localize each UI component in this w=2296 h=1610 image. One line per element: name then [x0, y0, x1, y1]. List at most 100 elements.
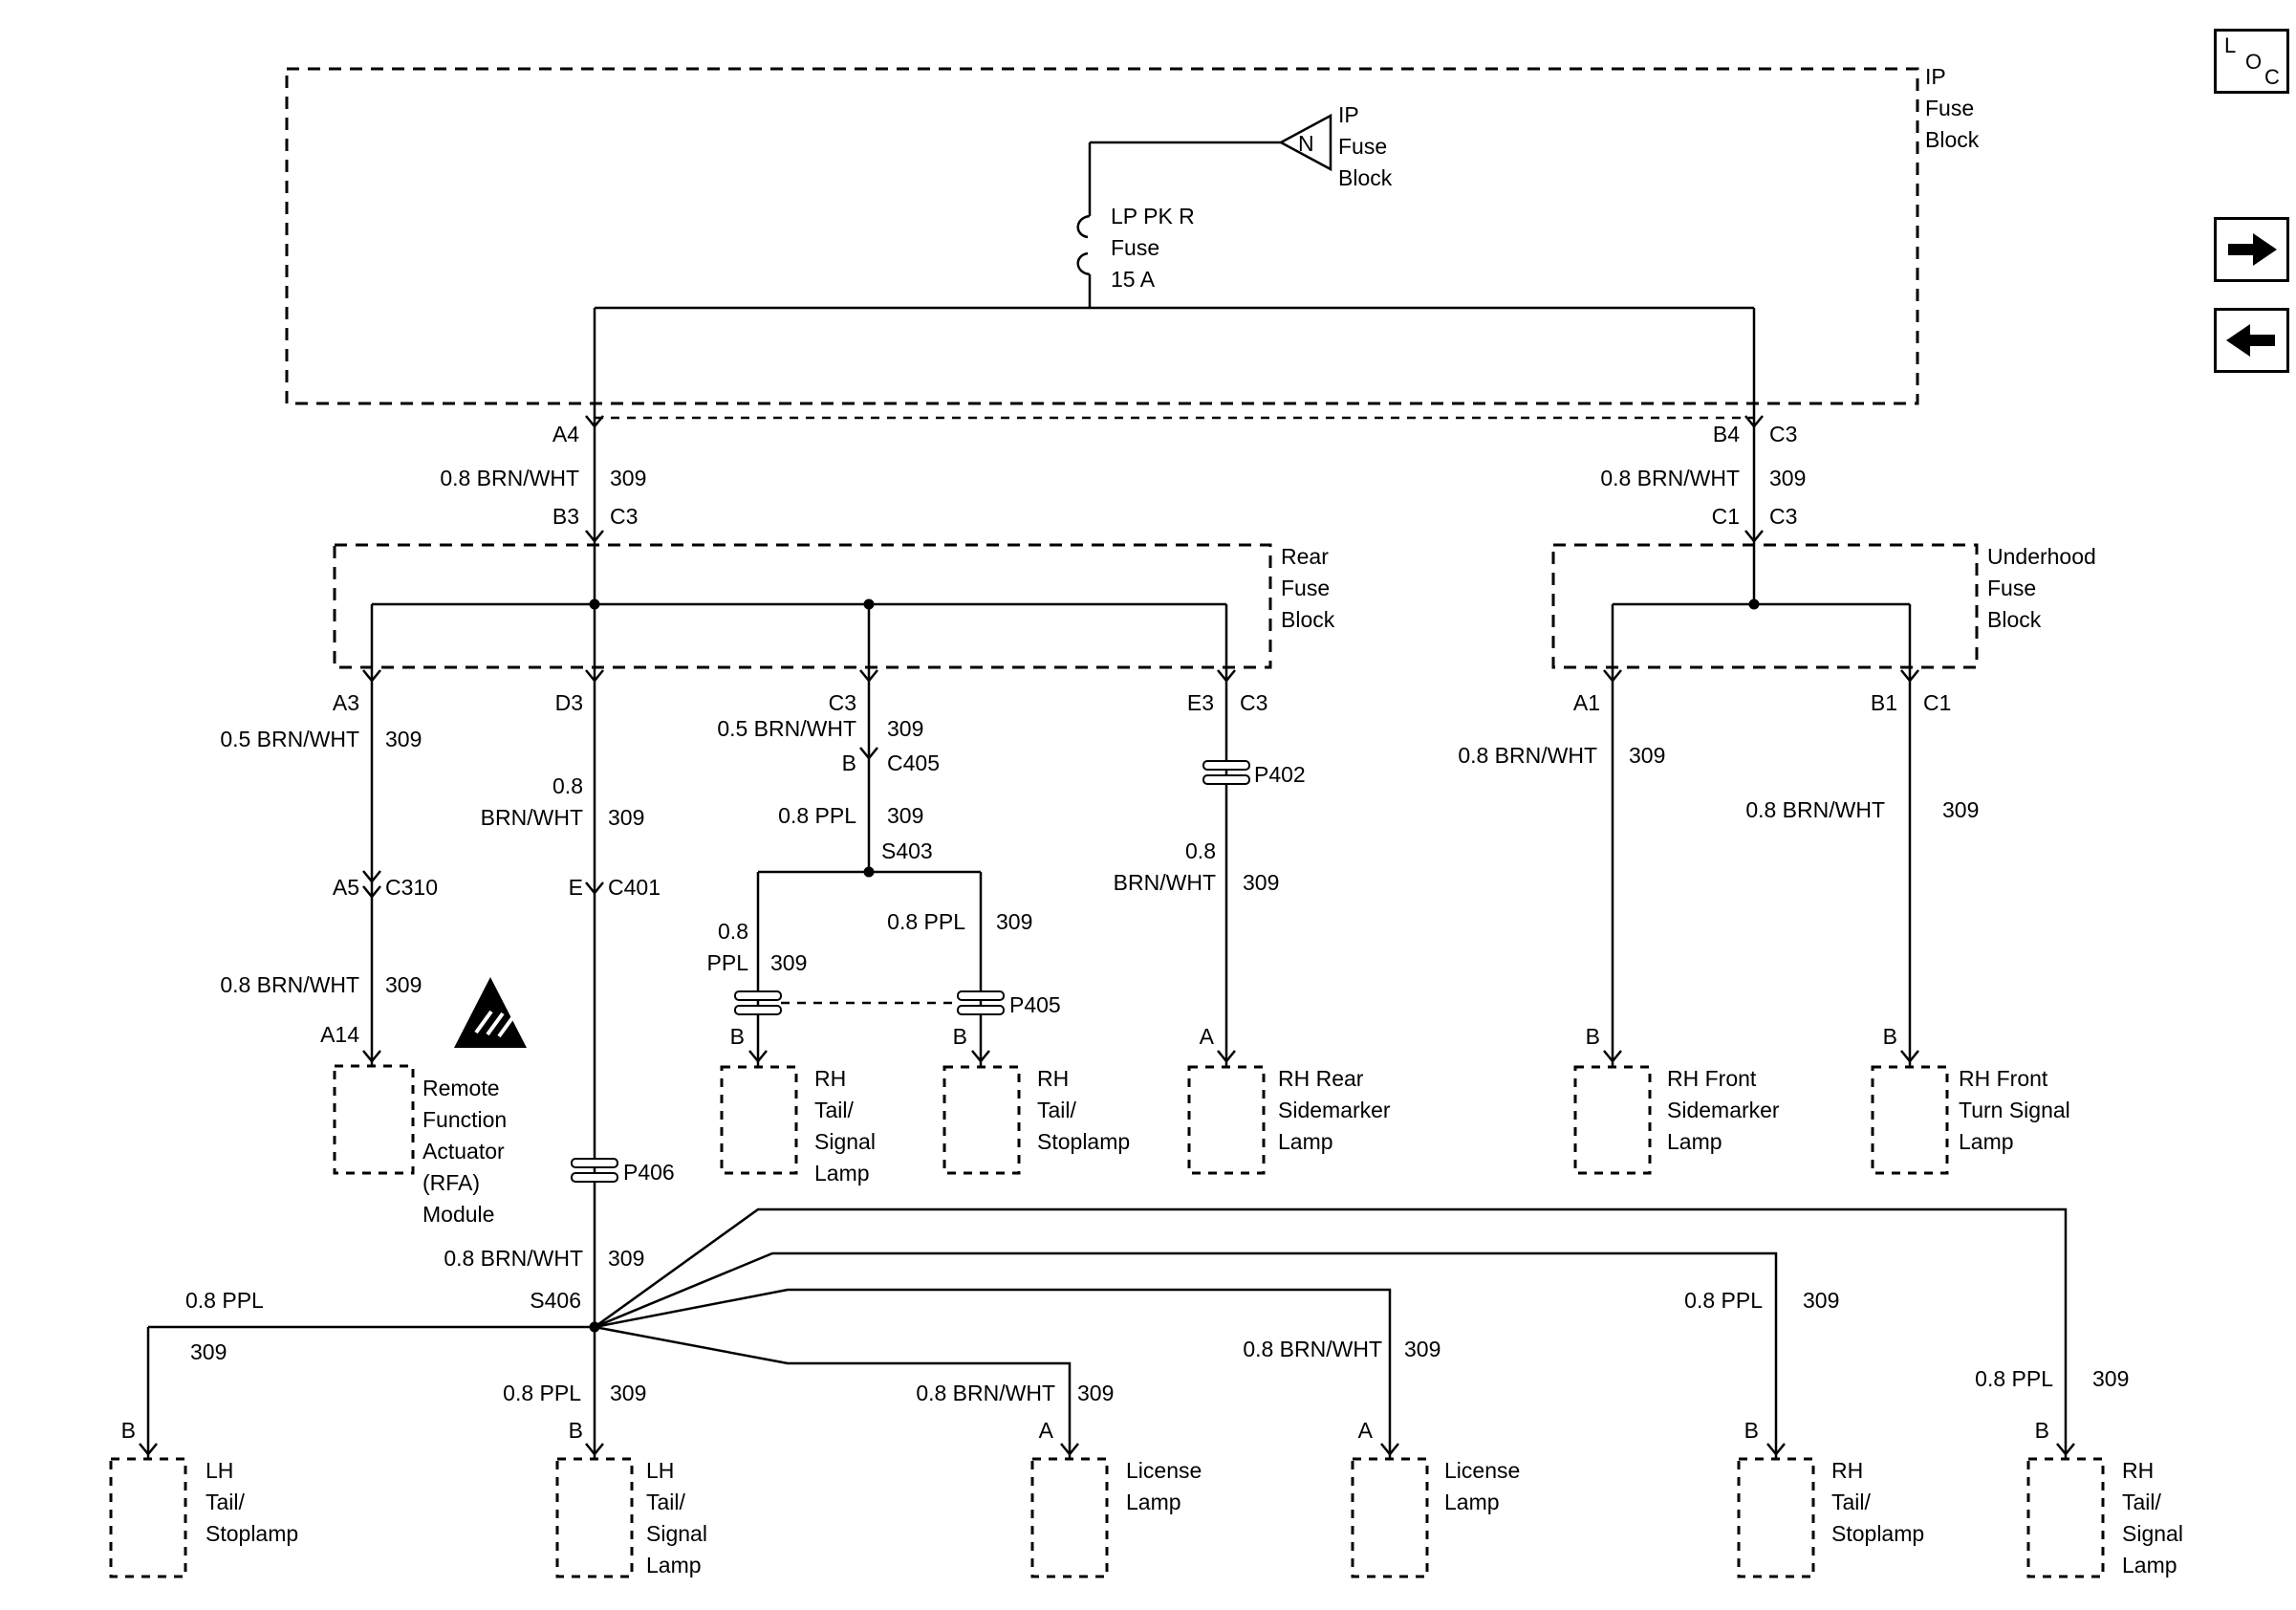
loc-letter-o: O — [2245, 50, 2263, 74]
wire-label-license2: 0.8 BRN/WHT — [1243, 1337, 1382, 1361]
device-label-rh-tail-signal-mid: RH Tail/ Signal Lamp — [814, 1066, 876, 1186]
rh-tail-stoplamp-mid-box — [942, 1065, 1021, 1175]
fuse-symbol — [1076, 214, 1091, 276]
circuit-label-feed-left: 309 — [610, 466, 647, 490]
wire-label-a3-1: 0.5 BRN/WHT — [220, 727, 359, 751]
connector-p405-icon — [957, 990, 1005, 1015]
connector-p406-icon — [571, 1158, 618, 1183]
pin-label-b-rh-signal: B — [2034, 1418, 2049, 1443]
circuit-label-c3-1: 309 — [887, 716, 924, 741]
underhood-fuse-block-label: Underhood Fuse Block — [1987, 544, 2096, 632]
wire-label-c3-left: 0.8 PPL — [706, 919, 748, 975]
triangle-letter: N — [1298, 131, 1314, 156]
circuit-label-c3-2: 309 — [887, 803, 924, 828]
wire-label-e3: 0.8 BRN/WHT — [1113, 838, 1216, 895]
circuit-label-a1: 309 — [1629, 743, 1666, 768]
ip-fuse-block-label: IP Fuse Block — [1925, 64, 1980, 152]
device-label-rh-tail-signal-bottom: RH Tail/ Signal Lamp — [2122, 1458, 2183, 1577]
circuit-reference-triangle-icon — [1278, 113, 1332, 172]
pin-label-b4: B4 — [1712, 422, 1740, 446]
loc-letter-c: C — [2264, 65, 2280, 89]
wire-direction-chevrons — [139, 415, 2075, 1456]
rh-front-sidemarker-lamp-box — [1573, 1065, 1652, 1175]
circuit-label-license1: 309 — [1077, 1381, 1115, 1405]
device-label-rfa-module: Remote Function Actuator (RFA) Module — [422, 1076, 508, 1227]
pin-label-b-tail-signal-mid: B — [729, 1024, 745, 1049]
conn-label-c401: C401 — [608, 875, 661, 900]
pin-label-d3: D3 — [554, 690, 583, 715]
rh-rear-sidemarker-lamp-box — [1187, 1065, 1266, 1175]
pin-label-a5: A5 — [332, 875, 359, 900]
wire-label-rh-stop: 0.8 PPL — [1684, 1288, 1763, 1313]
wire-label-c3-right: 0.8 PPL — [887, 909, 965, 934]
wire-label-rh-signal: 0.8 PPL — [1975, 1366, 2053, 1391]
circuit-label-b1: 309 — [1942, 797, 1980, 822]
pin-label-a-license1: A — [1038, 1418, 1053, 1443]
rh-front-turn-signal-lamp-box — [1871, 1065, 1949, 1175]
conn-label-e3-c3: C3 — [1240, 690, 1268, 715]
wire-label-a3-2: 0.8 BRN/WHT — [220, 972, 359, 997]
pin-label-a4: A4 — [552, 422, 579, 446]
circuit-label-a3-2: 309 — [385, 972, 422, 997]
wire-label-c3-1: 0.5 BRN/WHT — [717, 716, 856, 741]
rear-fuse-block-label: Rear Fuse Block — [1281, 544, 1335, 632]
rh-tail-signal-lamp-mid-box — [720, 1065, 798, 1175]
splice-label-s403: S403 — [881, 838, 933, 863]
rfa-module-box — [333, 1064, 415, 1175]
pin-label-b-lh-stop: B — [120, 1418, 136, 1443]
circuit-label-c3-left: 309 — [770, 950, 808, 975]
wire-label-a1: 0.8 BRN/WHT — [1458, 743, 1597, 768]
pin-label-b-lh-signal: B — [568, 1418, 583, 1443]
conn-label-c3-left: C3 — [610, 504, 639, 529]
arrow-right-icon — [2228, 233, 2277, 266]
triangle-label: IP Fuse Block — [1338, 102, 1393, 190]
conn-label-c3-right: C3 — [1769, 504, 1798, 529]
pin-label-b-tail-stop-mid: B — [952, 1024, 967, 1049]
device-label-lh-tail-stoplamp: LH Tail/ Stoplamp — [206, 1458, 299, 1546]
wire-label-s406-left: 0.8 PPL — [185, 1288, 264, 1313]
forward-button[interactable] — [2214, 217, 2289, 282]
rh-tail-stoplamp-bottom-box — [1737, 1457, 1815, 1578]
wire-label-feed-left: 0.8 BRN/WHT — [440, 466, 579, 490]
circuit-label-a3-1: 309 — [385, 727, 422, 751]
conn-label-c405: C405 — [887, 751, 940, 775]
loc-button[interactable]: L O C — [2214, 29, 2289, 94]
circuit-label-rh-signal: 309 — [2092, 1366, 2130, 1391]
pin-label-e: E — [568, 875, 583, 900]
esd-warning-icon — [454, 977, 527, 1048]
device-label-rh-rear-sidemarker: RH Rear Sidemarker Lamp — [1278, 1066, 1391, 1154]
device-label-rh-front-turn-signal: RH Front Turn Signal Lamp — [1959, 1066, 2070, 1154]
pin-label-b-front-turn: B — [1882, 1024, 1897, 1049]
rear-fuse-block-outline — [333, 543, 1272, 669]
back-button[interactable] — [2214, 308, 2289, 373]
pin-label-b3: B3 — [552, 504, 579, 529]
circuit-label-s406-left: 309 — [190, 1339, 227, 1364]
wire-label-license1: 0.8 BRN/WHT — [916, 1381, 1055, 1405]
wire-label-b1: 0.8 BRN/WHT — [1745, 797, 1885, 822]
connector-label-p406: P406 — [623, 1160, 675, 1185]
pin-label-b-c405: B — [841, 751, 856, 775]
license-lamp-2-box — [1351, 1457, 1429, 1578]
splice-label-s406: S406 — [530, 1288, 581, 1313]
underhood-fuse-block-outline — [1551, 543, 1979, 669]
ip-fuse-block-outline — [285, 67, 1919, 405]
wire-label-s406-down: 0.8 PPL — [503, 1381, 581, 1405]
pin-label-b-front-sidemarker: B — [1585, 1024, 1600, 1049]
connector-label-p405: P405 — [1009, 992, 1061, 1017]
device-label-rh-tail-stop-mid: RH Tail/ Stoplamp — [1037, 1066, 1131, 1154]
connector-left-of-p405-icon — [734, 990, 782, 1015]
device-label-rh-tail-stoplamp-bottom: RH Tail/ Stoplamp — [1831, 1458, 1925, 1546]
junction-dots — [589, 598, 1760, 1333]
pin-label-c3: C3 — [828, 690, 856, 715]
pin-label-b-rh-stop: B — [1744, 1418, 1759, 1443]
lh-tail-stoplamp-box — [109, 1457, 187, 1578]
connector-p402-icon — [1202, 760, 1250, 785]
pin-label-a14: A14 — [320, 1022, 359, 1047]
wire-label-d3-2: 0.8 BRN/WHT — [444, 1246, 583, 1271]
device-label-license2: License Lamp — [1444, 1458, 1521, 1514]
circuit-label-d3-2: 309 — [608, 1246, 645, 1271]
circuit-label-e3: 309 — [1243, 870, 1280, 895]
circuit-label-d3-1: 309 — [608, 805, 645, 830]
pin-label-c1: C1 — [1711, 504, 1740, 529]
